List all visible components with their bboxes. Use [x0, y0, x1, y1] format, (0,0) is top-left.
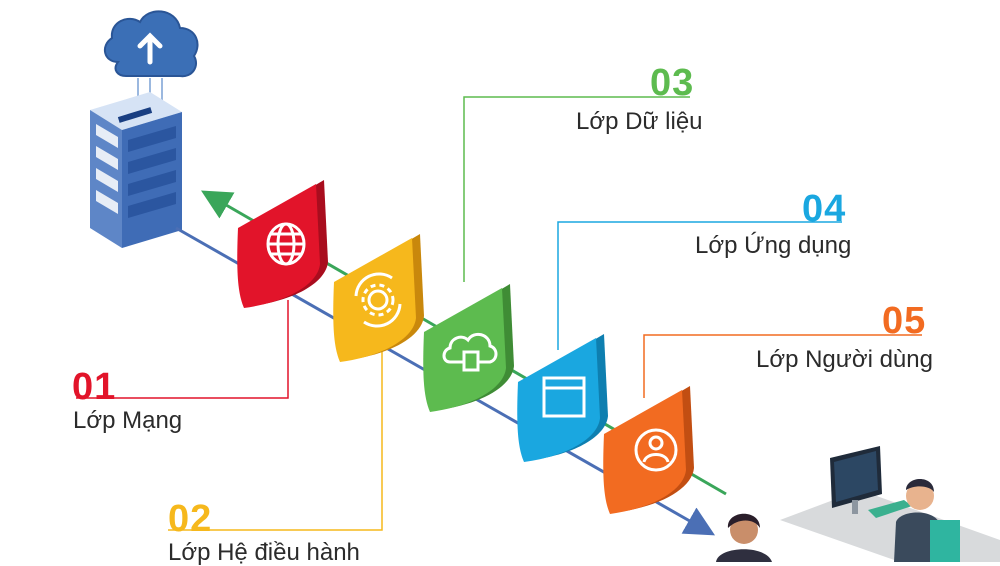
- layer-02-number: 02: [168, 498, 213, 540]
- shield-layer-05: [603, 386, 694, 514]
- connector-layer-02: [168, 352, 383, 531]
- connector-layer-04: [557, 221, 842, 350]
- users-at-computer-icon: [716, 446, 1000, 562]
- cloud-document-icon: [442, 332, 498, 372]
- layer-04-label: Lớp Ứng dụng: [695, 232, 852, 259]
- shield-layer-01: [237, 180, 328, 308]
- globe-icon: [266, 222, 306, 266]
- browser-window-icon: [542, 376, 586, 418]
- layer-03-number: 03: [650, 62, 695, 104]
- layer-05-number: 05: [882, 300, 927, 342]
- shield-layer-04: [517, 334, 608, 462]
- server-rack-icon: [90, 92, 182, 248]
- connector-layer-01: [76, 300, 289, 399]
- layer-01-label: Lớp Mạng: [73, 407, 183, 434]
- layer-02-label: Lớp Hệ điều hành: [168, 539, 360, 566]
- connector-layer-05: [643, 334, 922, 398]
- layer-04-number: 04: [802, 188, 847, 230]
- shield-layer-03: [423, 284, 514, 412]
- user-icon: [634, 428, 678, 472]
- gear-sync-icon: [354, 272, 402, 328]
- cloud-upload-icon: [103, 10, 199, 102]
- connector-layer-03: [463, 96, 690, 282]
- layer-03-label: Lớp Dữ liệu: [576, 108, 703, 135]
- layer-05-label: Lớp Người dùng: [756, 346, 933, 373]
- layer-01-number: 01: [72, 366, 117, 408]
- shield-layer-02: [333, 234, 424, 362]
